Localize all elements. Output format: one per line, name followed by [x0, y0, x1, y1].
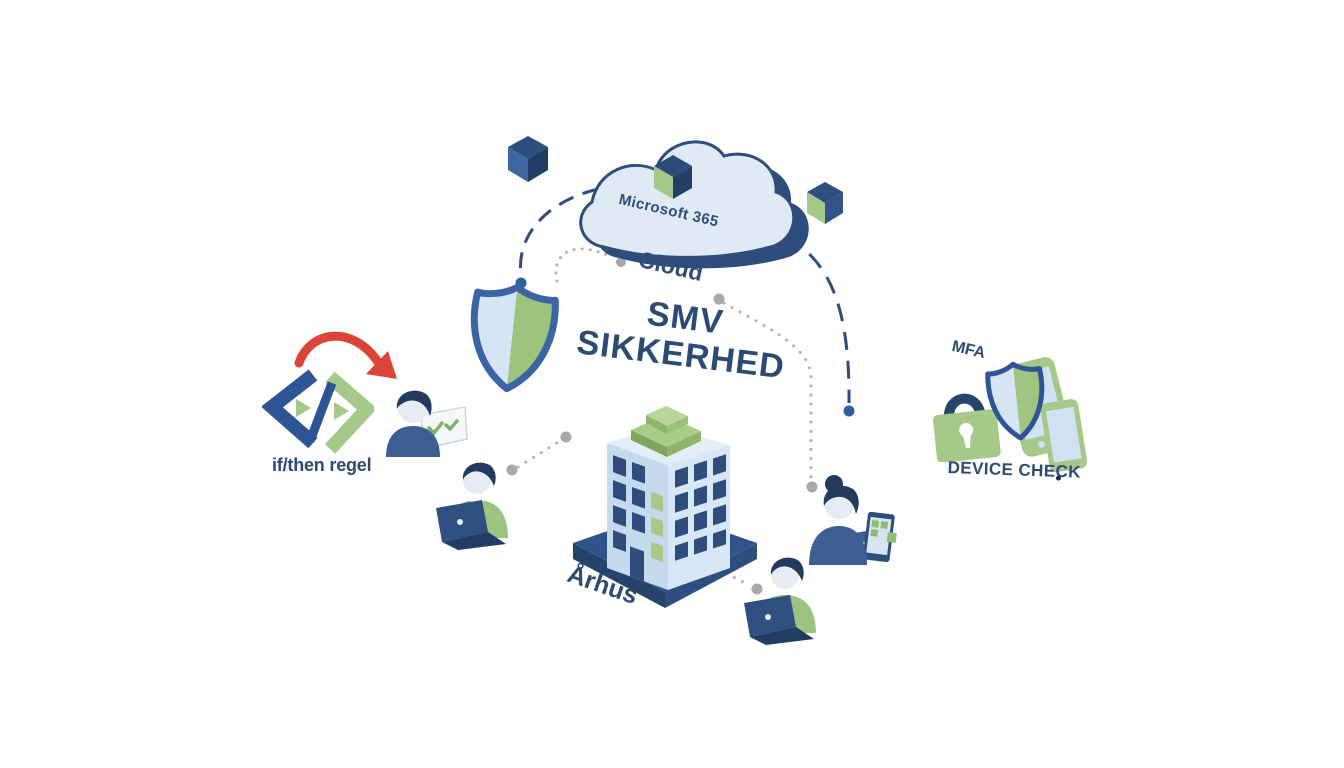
isometric-cube-icon [654, 155, 692, 199]
laptop-user-icon [744, 557, 816, 645]
cloud-icon [579, 140, 809, 269]
gray-endpoint-dot [560, 431, 572, 443]
laptop-user-icon [436, 462, 508, 550]
padlock-icon [932, 393, 1001, 462]
building-base-left-side [573, 543, 665, 608]
gray-endpoint-dot [713, 293, 725, 305]
building-door [630, 546, 644, 582]
cloud-to-tablet-dotted-line [722, 301, 813, 479]
office-building-icon [573, 406, 757, 608]
mfa-shield-icon [985, 361, 1045, 441]
building-base-right-side [665, 543, 757, 608]
building-right-windows [675, 454, 726, 561]
curved-red-arrow-icon [294, 331, 397, 379]
blue-endpoint-dot [843, 405, 855, 417]
isometric-cube-icon [508, 136, 548, 182]
person-icon [386, 390, 440, 457]
tablet-user-icon [809, 475, 897, 565]
building-green-roof [631, 406, 701, 457]
laptop-to-building-dotted-line [516, 439, 562, 469]
gray-endpoint-dot [751, 583, 763, 595]
gray-endpoint-dot [806, 481, 818, 493]
cloud-dotted-arc [554, 247, 614, 283]
tablet [862, 511, 897, 563]
building-left-windows [613, 455, 663, 582]
cloud-front [579, 140, 796, 259]
shield-icon [470, 283, 559, 393]
isometric-cube-icon [807, 182, 843, 224]
building-to-laptop-dotted-line [708, 563, 751, 587]
cloud-to-shield-dashed-line [518, 187, 599, 277]
if-then-rule-label: if/then regel [272, 455, 372, 475]
gray-endpoint-dot [616, 257, 626, 267]
code-brackets-icon [262, 369, 374, 454]
gray-endpoint-dot [506, 464, 518, 476]
